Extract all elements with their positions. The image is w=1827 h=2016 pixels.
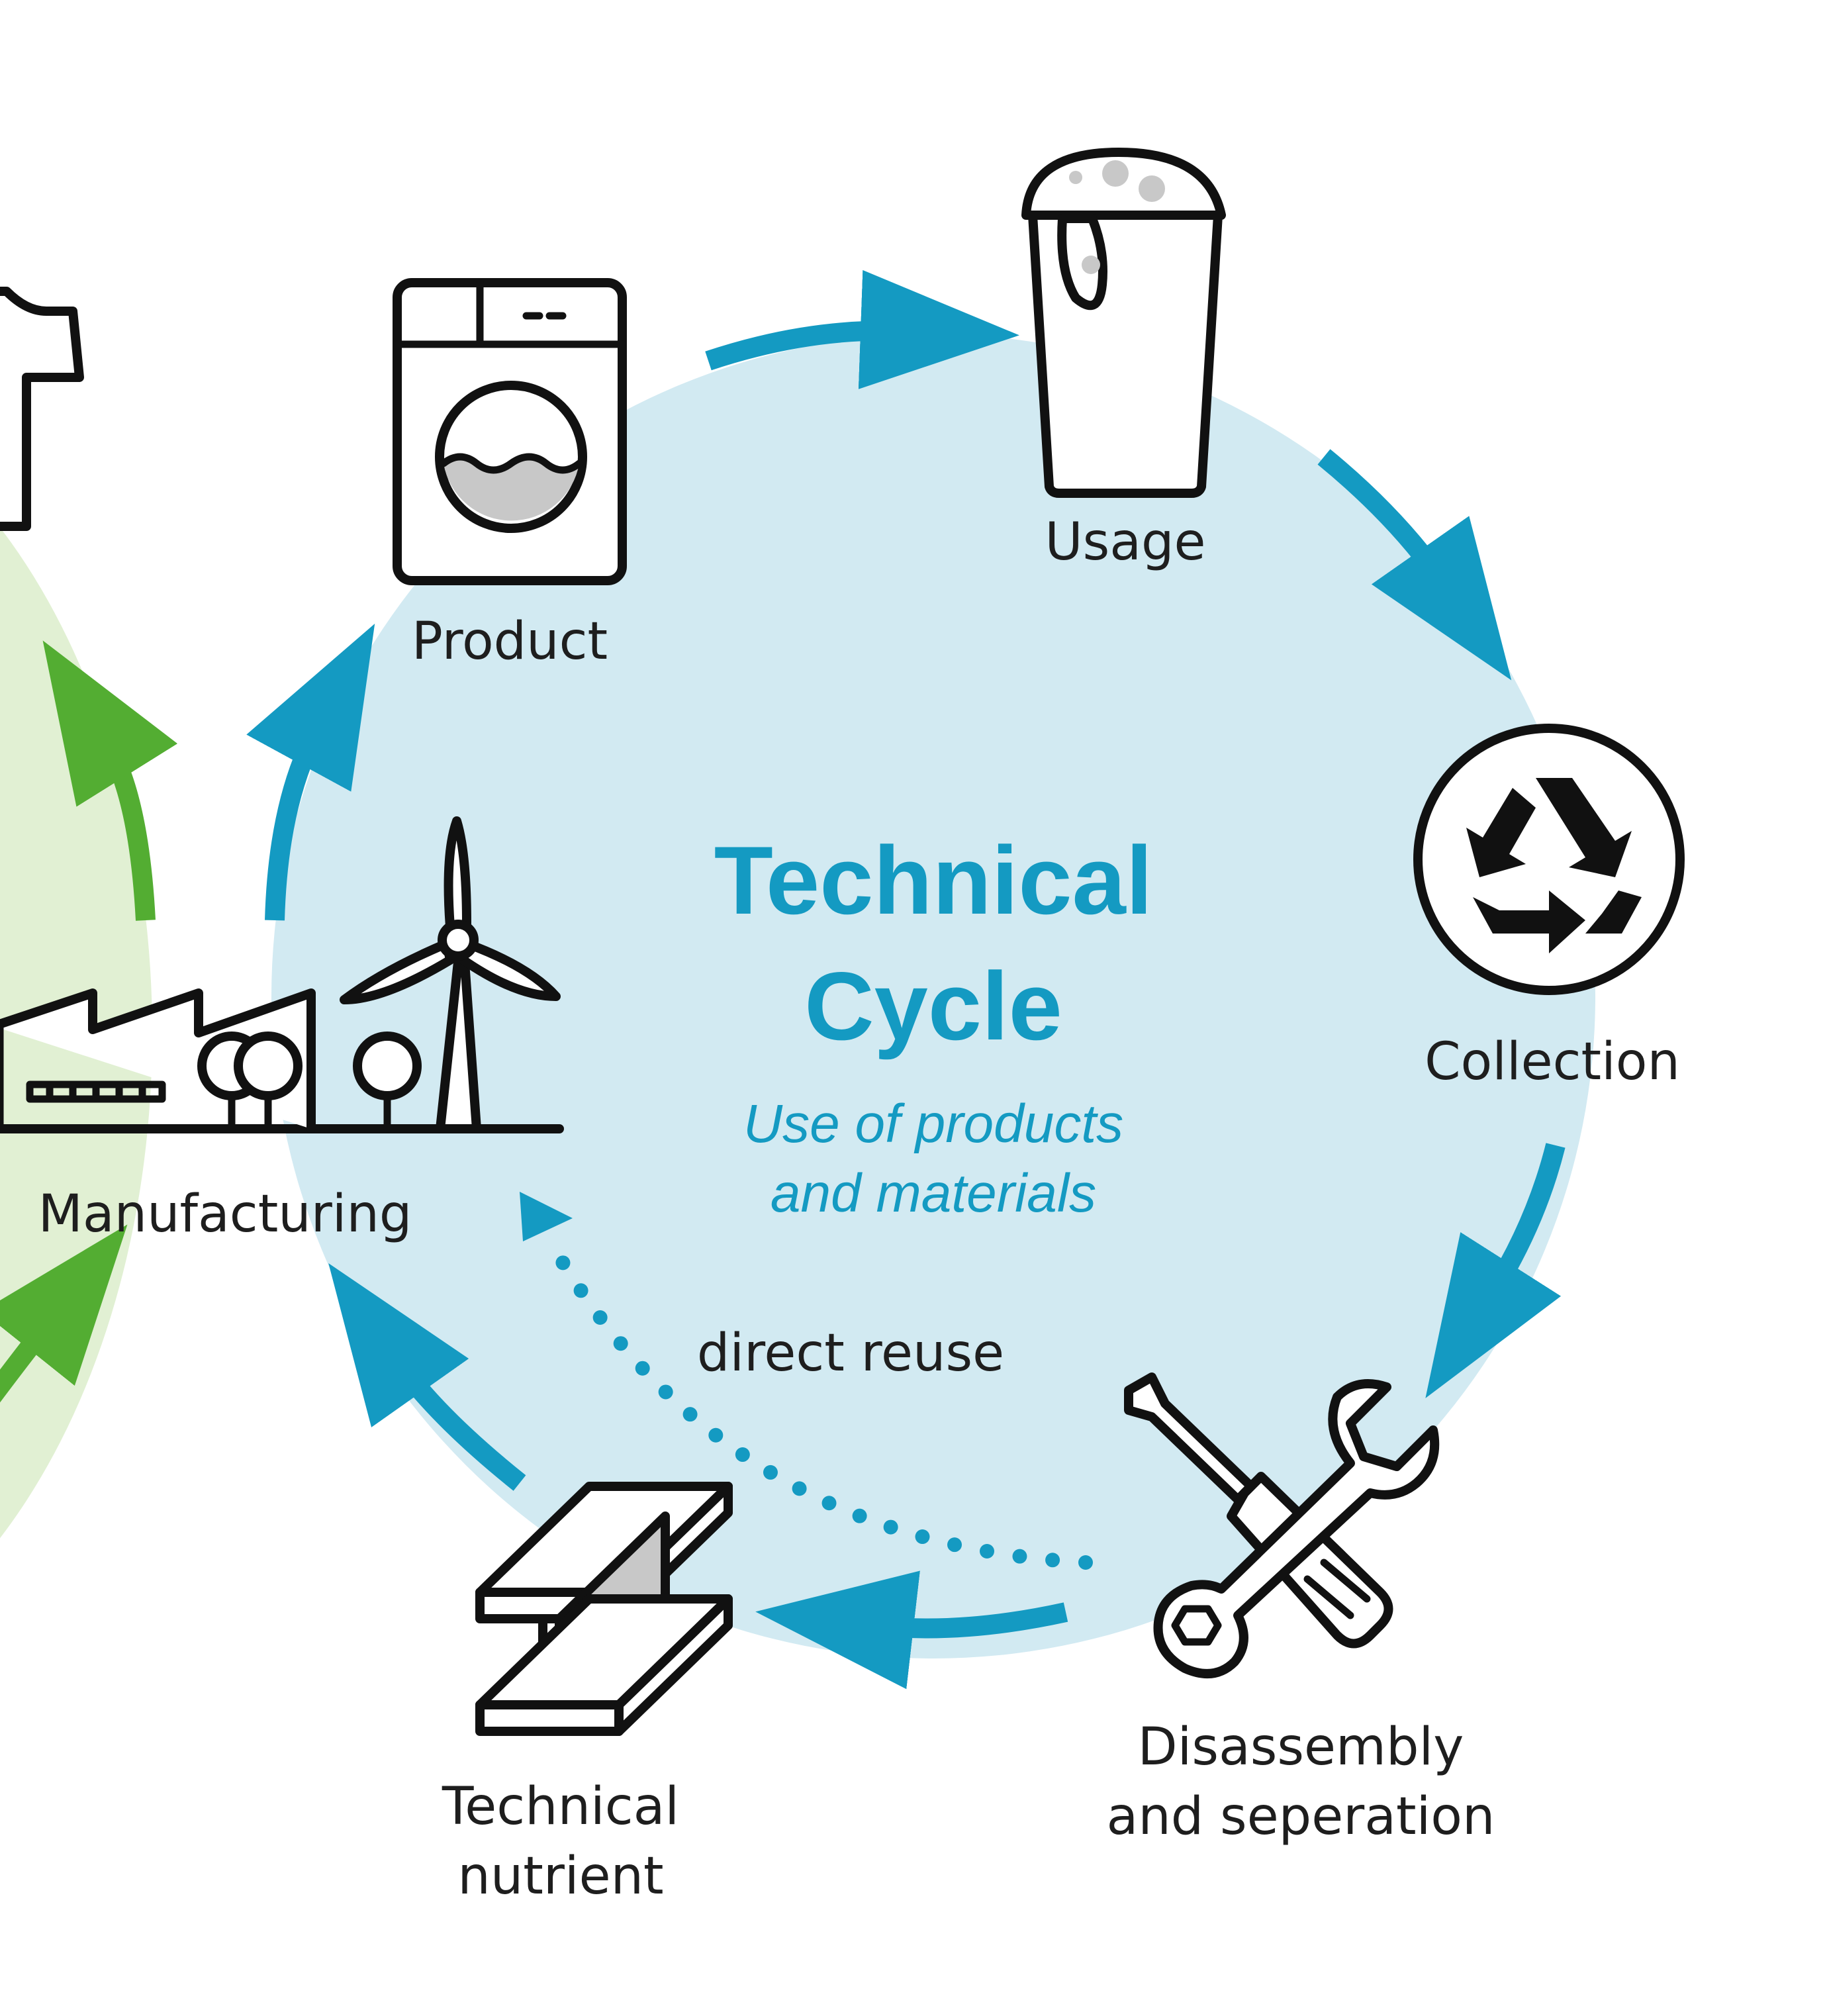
technical-nutrient-label-line2: nutrient [457, 1847, 663, 1906]
disassembly-label-line2: and seperation [1107, 1787, 1495, 1847]
technical-cycle-background [271, 334, 1595, 1658]
arrow-nutrient-to-manufacturing [328, 1263, 526, 1491]
tools-icon [1124, 1372, 1440, 1678]
center-subtitle-line1: Use of products [743, 1094, 1123, 1154]
arrow-disassembly-to-nutrient [755, 1570, 1068, 1690]
direct-reuse-dotted-line [549, 1244, 1093, 1570]
steel-beam-icon [475, 1482, 733, 1736]
green-arrow-lower [0, 1224, 128, 1403]
arrow-product-to-usage [705, 269, 1019, 389]
technical-nutrient-label-line1: Technical [442, 1777, 679, 1837]
center-title-line2: Cycle [804, 952, 1062, 1060]
disassembly-label-line1: Disassembly [1138, 1717, 1464, 1777]
washing-machine-icon [393, 278, 627, 585]
usage-label: Usage [1045, 512, 1205, 572]
manufacturing-label: Manufacturing [38, 1184, 412, 1244]
collection-label: Collection [1425, 1032, 1680, 1092]
t-shirt-icon [0, 287, 84, 531]
center-subtitle-line2: and materials [771, 1163, 1096, 1224]
recycle-icon [1413, 724, 1685, 995]
product-label: Product [412, 612, 608, 671]
overflowing-bin-icon [1021, 148, 1226, 498]
center-title-line1: Technical [714, 826, 1153, 934]
factory-wind-turbine-icon [0, 816, 564, 1133]
direct-reuse-label: direct reuse [697, 1323, 1004, 1383]
arrow-manufacturing-to-product [246, 623, 375, 921]
arrow-collection-to-disassembly [1425, 1143, 1566, 1398]
direct-reuse-arrowhead [520, 1192, 573, 1241]
arrow-usage-to-collection [1317, 449, 1512, 681]
green-arrow-upper [42, 640, 178, 921]
